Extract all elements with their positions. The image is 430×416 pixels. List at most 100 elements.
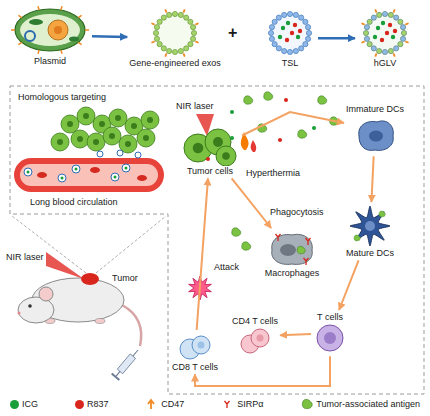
plasmid-icon-part (54, 26, 62, 34)
tumor-nuclei-part (93, 139, 99, 145)
hglv-icon-part (393, 53, 394, 56)
zoom-lines (12, 216, 166, 273)
released-antigen-part (232, 228, 241, 236)
circulating-vesicles-part (122, 164, 130, 172)
exo-icon-part (151, 23, 154, 24)
imdc-icon (351, 114, 399, 154)
hglv-icon-part (388, 48, 393, 53)
tsl-icon-part (287, 49, 292, 54)
mdc-icon-part (350, 206, 390, 246)
exo-icon-part (165, 53, 166, 56)
tsl-icon-part (299, 46, 304, 51)
cd8-t-cell: CD8 T cells (172, 332, 218, 372)
exo-icon-part (154, 25, 159, 30)
exo-icon-part (188, 19, 193, 24)
cell-label: Gene-engineered exos (129, 58, 221, 68)
laser-label: NIR laser (6, 252, 44, 262)
process-label: Long blood circulation (30, 197, 118, 207)
tsl-icon-part (281, 26, 285, 30)
tumor-icon-part (193, 143, 204, 154)
plasmid-icon-part (85, 29, 89, 31)
cd4-icon-part (251, 329, 269, 347)
blood-vessel-part (37, 172, 47, 178)
plasmid-icon-part (29, 19, 43, 25)
hglv-icon-part (385, 31, 389, 35)
tsl-icon-part (282, 48, 287, 53)
legend-symbol-part (303, 399, 313, 408)
hglv-icon-part (377, 12, 382, 17)
hybrid-vesicle: hGLV (357, 8, 413, 68)
tsl-icon-part (293, 23, 297, 27)
flow-arrow (232, 178, 272, 228)
legend-item: ICG (10, 399, 38, 409)
macro-icon-part (272, 234, 313, 264)
tumor-nuclei (57, 113, 153, 147)
effect-label: Hyperthermia (246, 168, 300, 178)
legend-text: ICG (22, 399, 38, 409)
legend-item: CD47 (145, 398, 184, 410)
hglv-icon-part (364, 36, 369, 41)
hglv-icon-part (405, 41, 408, 42)
hglv-icon-part (382, 11, 387, 16)
tsl-icon-part (276, 46, 281, 51)
tcell-icon-part (317, 325, 343, 351)
mdc-icon-part (379, 211, 385, 217)
tumor-nuclei-part (143, 135, 149, 141)
exo-icon-part (161, 15, 166, 20)
circulating-vesicles-part (97, 151, 103, 157)
tumor-nuclei-part (67, 121, 73, 127)
flow-arrow (197, 178, 208, 330)
blood-vessel-part (20, 164, 158, 186)
flow-arrow (280, 334, 311, 335)
exo-icon-part (154, 36, 159, 41)
legend-symbol-part (148, 400, 154, 409)
hglv-icon-part (401, 30, 406, 35)
exo-icon-part (167, 48, 172, 53)
vesicle-cargo-part (114, 176, 117, 179)
exo-icon-part (195, 23, 198, 24)
tsl-icon-part (299, 15, 304, 20)
plasmid-icon-part (69, 37, 79, 42)
vesicle-cargo-part (125, 167, 128, 170)
tsl-icon-part (272, 19, 277, 24)
cell-label: Macrophages (265, 268, 320, 278)
mouse-part (122, 305, 141, 346)
effect-label: Phagocytosis (270, 207, 324, 217)
tsl-icon-part (305, 36, 310, 41)
legend-symbol (300, 398, 313, 410)
mouse (18, 273, 142, 346)
legend-text: SIRPα (237, 399, 263, 409)
tsl-icon-part (278, 35, 282, 39)
tsl-icon-part (272, 15, 308, 51)
tumor-nuclei-part (147, 117, 153, 123)
plasmid-icon-part (25, 31, 35, 41)
laser-label: NIR laser (176, 101, 214, 111)
flow-arrow (92, 35, 127, 38)
plasmid-icon (10, 4, 90, 56)
tumor-nuclei-part (77, 136, 83, 142)
plasmid-icon-part (20, 14, 80, 46)
flow-arrow (339, 260, 358, 310)
plasmid-icon-part (78, 42, 81, 44)
mouse-part (28, 304, 32, 308)
laser-beam-part (46, 252, 84, 279)
liposome: TSL (264, 8, 316, 68)
legend-symbol (145, 398, 158, 410)
hglv-icon-part (393, 29, 397, 33)
tsl-icon-part (306, 30, 311, 35)
syringe-part (111, 373, 120, 381)
tsl-icon-part (296, 35, 300, 39)
tumor-icon-part (206, 157, 210, 161)
tsl-icon-part (268, 30, 273, 35)
legend-item: Tumor-associated antigen (300, 398, 420, 410)
tumor-icon-part (216, 146, 236, 166)
exo-icon-part (157, 42, 162, 47)
exo-icon-part (165, 9, 166, 12)
flow-arrow (242, 112, 344, 136)
blood-vessel-part (14, 158, 164, 192)
tumor-icon (180, 126, 240, 166)
tsl-icon-part (290, 31, 294, 35)
legend: ICGR837CD47SIRPαTumor-associated antigen (10, 398, 420, 410)
plasmid-icon-part (38, 6, 39, 10)
